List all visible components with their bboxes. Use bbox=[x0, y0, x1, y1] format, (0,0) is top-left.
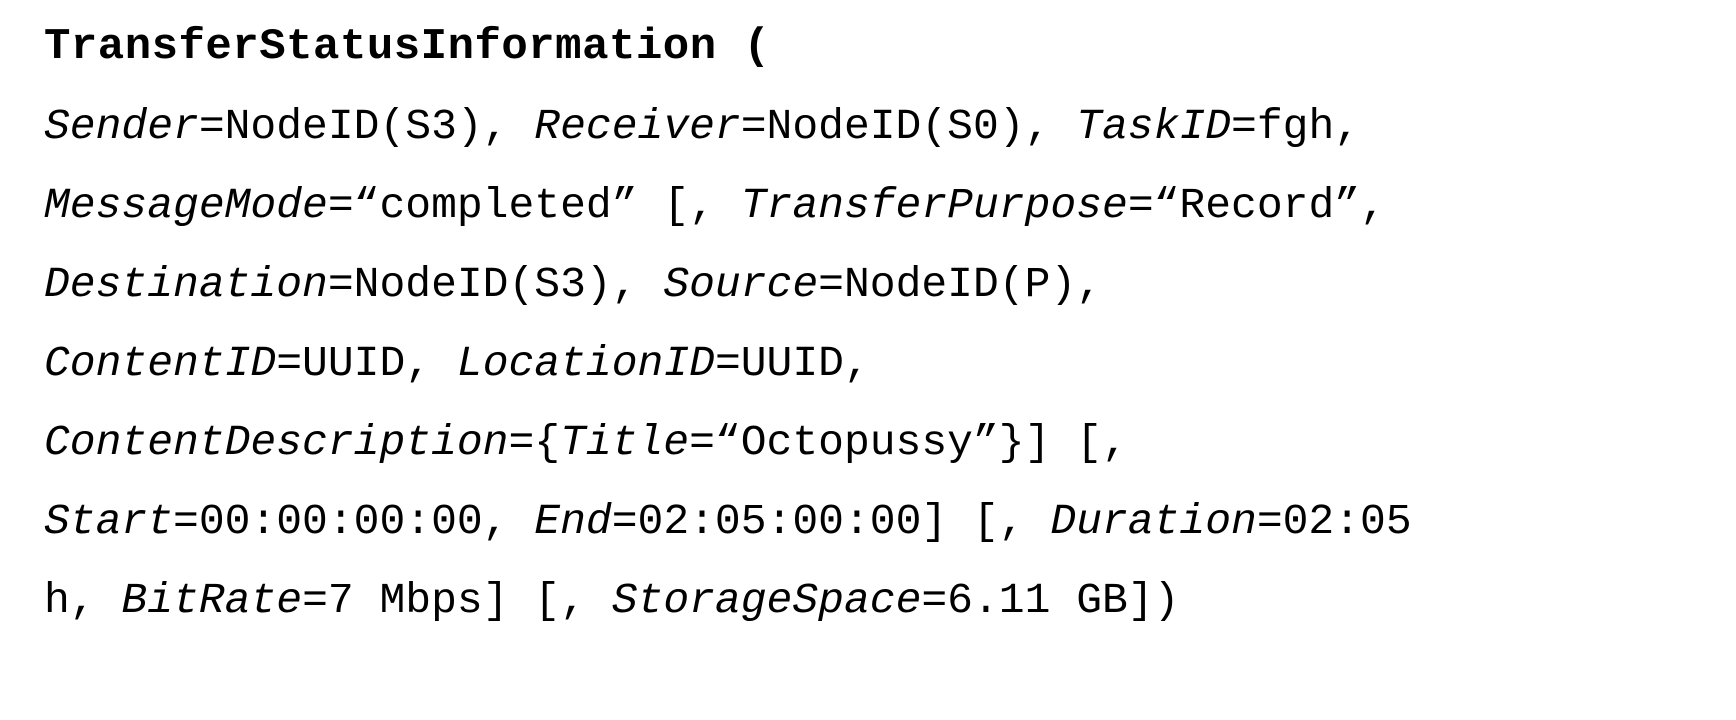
message-name: TransferStatusInformation bbox=[44, 22, 717, 72]
parameter-value: ( bbox=[716, 22, 771, 72]
parameter-name: End bbox=[534, 497, 612, 546]
message-line: Start=00:00:00:00, End=02:05:00:00] [, D… bbox=[44, 482, 1736, 561]
message-line: ContentID=UUID, LocationID=UUID, bbox=[44, 324, 1736, 403]
parameter-value: =fgh, bbox=[1231, 102, 1361, 151]
parameter-value: =6.11 GB]) bbox=[921, 576, 1180, 625]
message-line: Destination=NodeID(S3), Source=NodeID(P)… bbox=[44, 245, 1736, 324]
message-line: Sender=NodeID(S3), Receiver=NodeID(S0), … bbox=[44, 87, 1736, 166]
parameter-name: Duration bbox=[1050, 497, 1257, 546]
parameter-value: =NodeID(P), bbox=[818, 260, 1103, 309]
parameter-value: =“Octopussy”}] [, bbox=[689, 418, 1128, 467]
parameter-name: ContentDescription bbox=[44, 418, 509, 467]
parameter-name: TransferPurpose bbox=[740, 181, 1128, 230]
message-line: h, BitRate=7 Mbps] [, StorageSpace=6.11 … bbox=[44, 561, 1736, 640]
parameter-name: MessageMode bbox=[44, 181, 328, 230]
parameter-value: =02:05:00:00] [, bbox=[611, 497, 1051, 546]
parameter-name: Destination bbox=[44, 260, 328, 309]
parameter-value: =02:05 bbox=[1256, 497, 1412, 546]
parameter-value: =UUID, bbox=[276, 339, 457, 388]
parameter-value: =00:00:00:00, bbox=[173, 497, 535, 546]
parameter-name: ContentID bbox=[44, 339, 277, 388]
parameter-name: Source bbox=[663, 260, 819, 309]
message-line: MessageMode=“completed” [, TransferPurpo… bbox=[44, 166, 1736, 245]
parameter-name: Receiver bbox=[534, 102, 741, 151]
parameter-value: =7 Mbps] [, bbox=[302, 576, 612, 625]
protocol-message-block: TransferStatusInformation (Sender=NodeID… bbox=[44, 8, 1736, 640]
parameter-value: =NodeID(S3), bbox=[198, 102, 535, 151]
parameter-name: TaskID bbox=[1076, 102, 1232, 151]
message-line: TransferStatusInformation ( bbox=[44, 8, 1736, 87]
message-line: ContentDescription={Title=“Octopussy”}] … bbox=[44, 403, 1736, 482]
parameter-name: Sender bbox=[44, 102, 199, 151]
parameter-name: LocationID bbox=[456, 339, 715, 388]
parameter-name: Title bbox=[560, 418, 690, 467]
parameter-value: =“completed” [, bbox=[327, 181, 741, 230]
parameter-value: h, bbox=[44, 576, 122, 625]
parameter-value: ={ bbox=[508, 418, 561, 467]
parameter-value: =NodeID(S0), bbox=[740, 102, 1077, 151]
parameter-value: =“Record”, bbox=[1127, 181, 1386, 230]
parameter-value: =UUID, bbox=[714, 339, 870, 388]
parameter-name: BitRate bbox=[121, 576, 303, 625]
parameter-name: Start bbox=[44, 497, 174, 546]
parameter-value: =NodeID(S3), bbox=[327, 260, 664, 309]
parameter-name: StorageSpace bbox=[611, 576, 922, 625]
